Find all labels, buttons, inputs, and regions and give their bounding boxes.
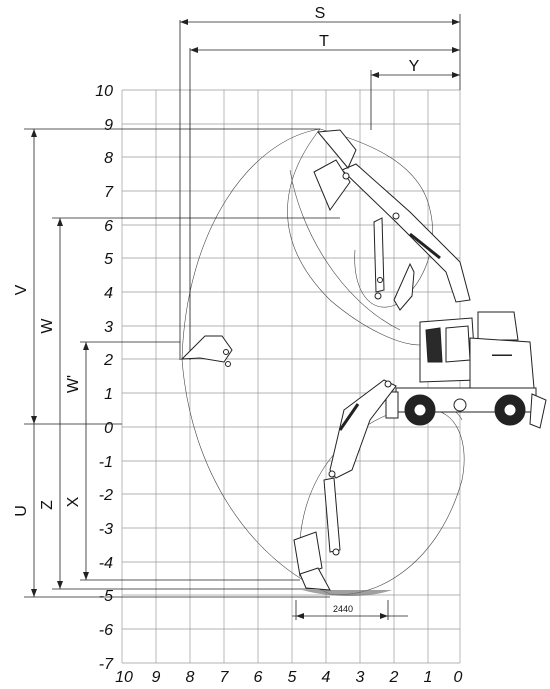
y-tick: 2 bbox=[103, 352, 113, 369]
y-tick: -7 bbox=[99, 656, 114, 673]
x-tick: 6 bbox=[254, 669, 263, 686]
dimension-lines bbox=[24, 14, 461, 620]
y-tick: -3 bbox=[99, 521, 113, 538]
y-tick: -1 bbox=[99, 454, 113, 471]
y-tick: -6 bbox=[99, 622, 113, 639]
y-tick: 9 bbox=[104, 117, 113, 134]
y-tick: 3 bbox=[104, 319, 113, 336]
dim-label-w-prime: W' bbox=[65, 375, 82, 393]
x-tick: 0 bbox=[454, 669, 463, 686]
svg-text:▬▬▬▬: ▬▬▬▬ bbox=[492, 352, 512, 358]
dimension-arrows bbox=[31, 19, 460, 619]
x-tick: 9 bbox=[152, 669, 161, 686]
dim-label-w: W bbox=[39, 318, 56, 334]
x-tick: 3 bbox=[356, 669, 365, 686]
y-tick: 1 bbox=[104, 386, 113, 403]
dim-label-s: S bbox=[315, 5, 326, 22]
y-tick: -4 bbox=[99, 555, 113, 572]
y-tick: 7 bbox=[104, 184, 114, 201]
y-tick: 10 bbox=[95, 83, 113, 100]
dim-label-y: Y bbox=[409, 58, 420, 75]
arm-arc bbox=[289, 169, 401, 331]
boom-raised bbox=[313, 129, 471, 311]
x-tick: 5 bbox=[288, 669, 297, 686]
x-tick: 8 bbox=[186, 669, 195, 686]
y-tick: 6 bbox=[104, 218, 113, 235]
x-tick: 1 bbox=[424, 669, 433, 686]
dim-label-t: T bbox=[319, 33, 329, 50]
dim-label-v: V bbox=[13, 284, 30, 295]
max-reach-curve bbox=[181, 128, 421, 360]
x-tick: 2 bbox=[389, 669, 399, 686]
x-tick: 4 bbox=[322, 669, 331, 686]
grid bbox=[121, 89, 461, 664]
y-tick: 5 bbox=[104, 251, 113, 268]
dig-depth-arc bbox=[299, 404, 463, 541]
boom-digging bbox=[293, 379, 397, 591]
dim-label-z: Z bbox=[39, 500, 56, 510]
y-tick: -5 bbox=[99, 588, 113, 605]
bucket-far-reach bbox=[180, 335, 233, 367]
y-tick: 8 bbox=[104, 150, 113, 167]
y-axis-ticks: 10 9 8 7 6 5 4 3 2 1 0 -1 -2 -3 -4 -5 -6… bbox=[95, 83, 114, 673]
x-tick: 10 bbox=[115, 669, 133, 686]
dim-label-x: X bbox=[65, 496, 82, 507]
x-axis-ticks: 10 9 8 7 6 5 4 3 2 1 0 bbox=[115, 669, 462, 686]
dim-label-2440: 2440 bbox=[333, 604, 353, 614]
dim-label-u: U bbox=[13, 505, 30, 517]
x-tick: 7 bbox=[220, 669, 230, 686]
excavator-body: ▬▬▬▬ bbox=[385, 311, 547, 429]
dig-floor-area bbox=[302, 590, 392, 596]
y-tick: 0 bbox=[104, 420, 113, 437]
y-tick: 4 bbox=[104, 285, 113, 302]
y-tick: -2 bbox=[99, 487, 113, 504]
